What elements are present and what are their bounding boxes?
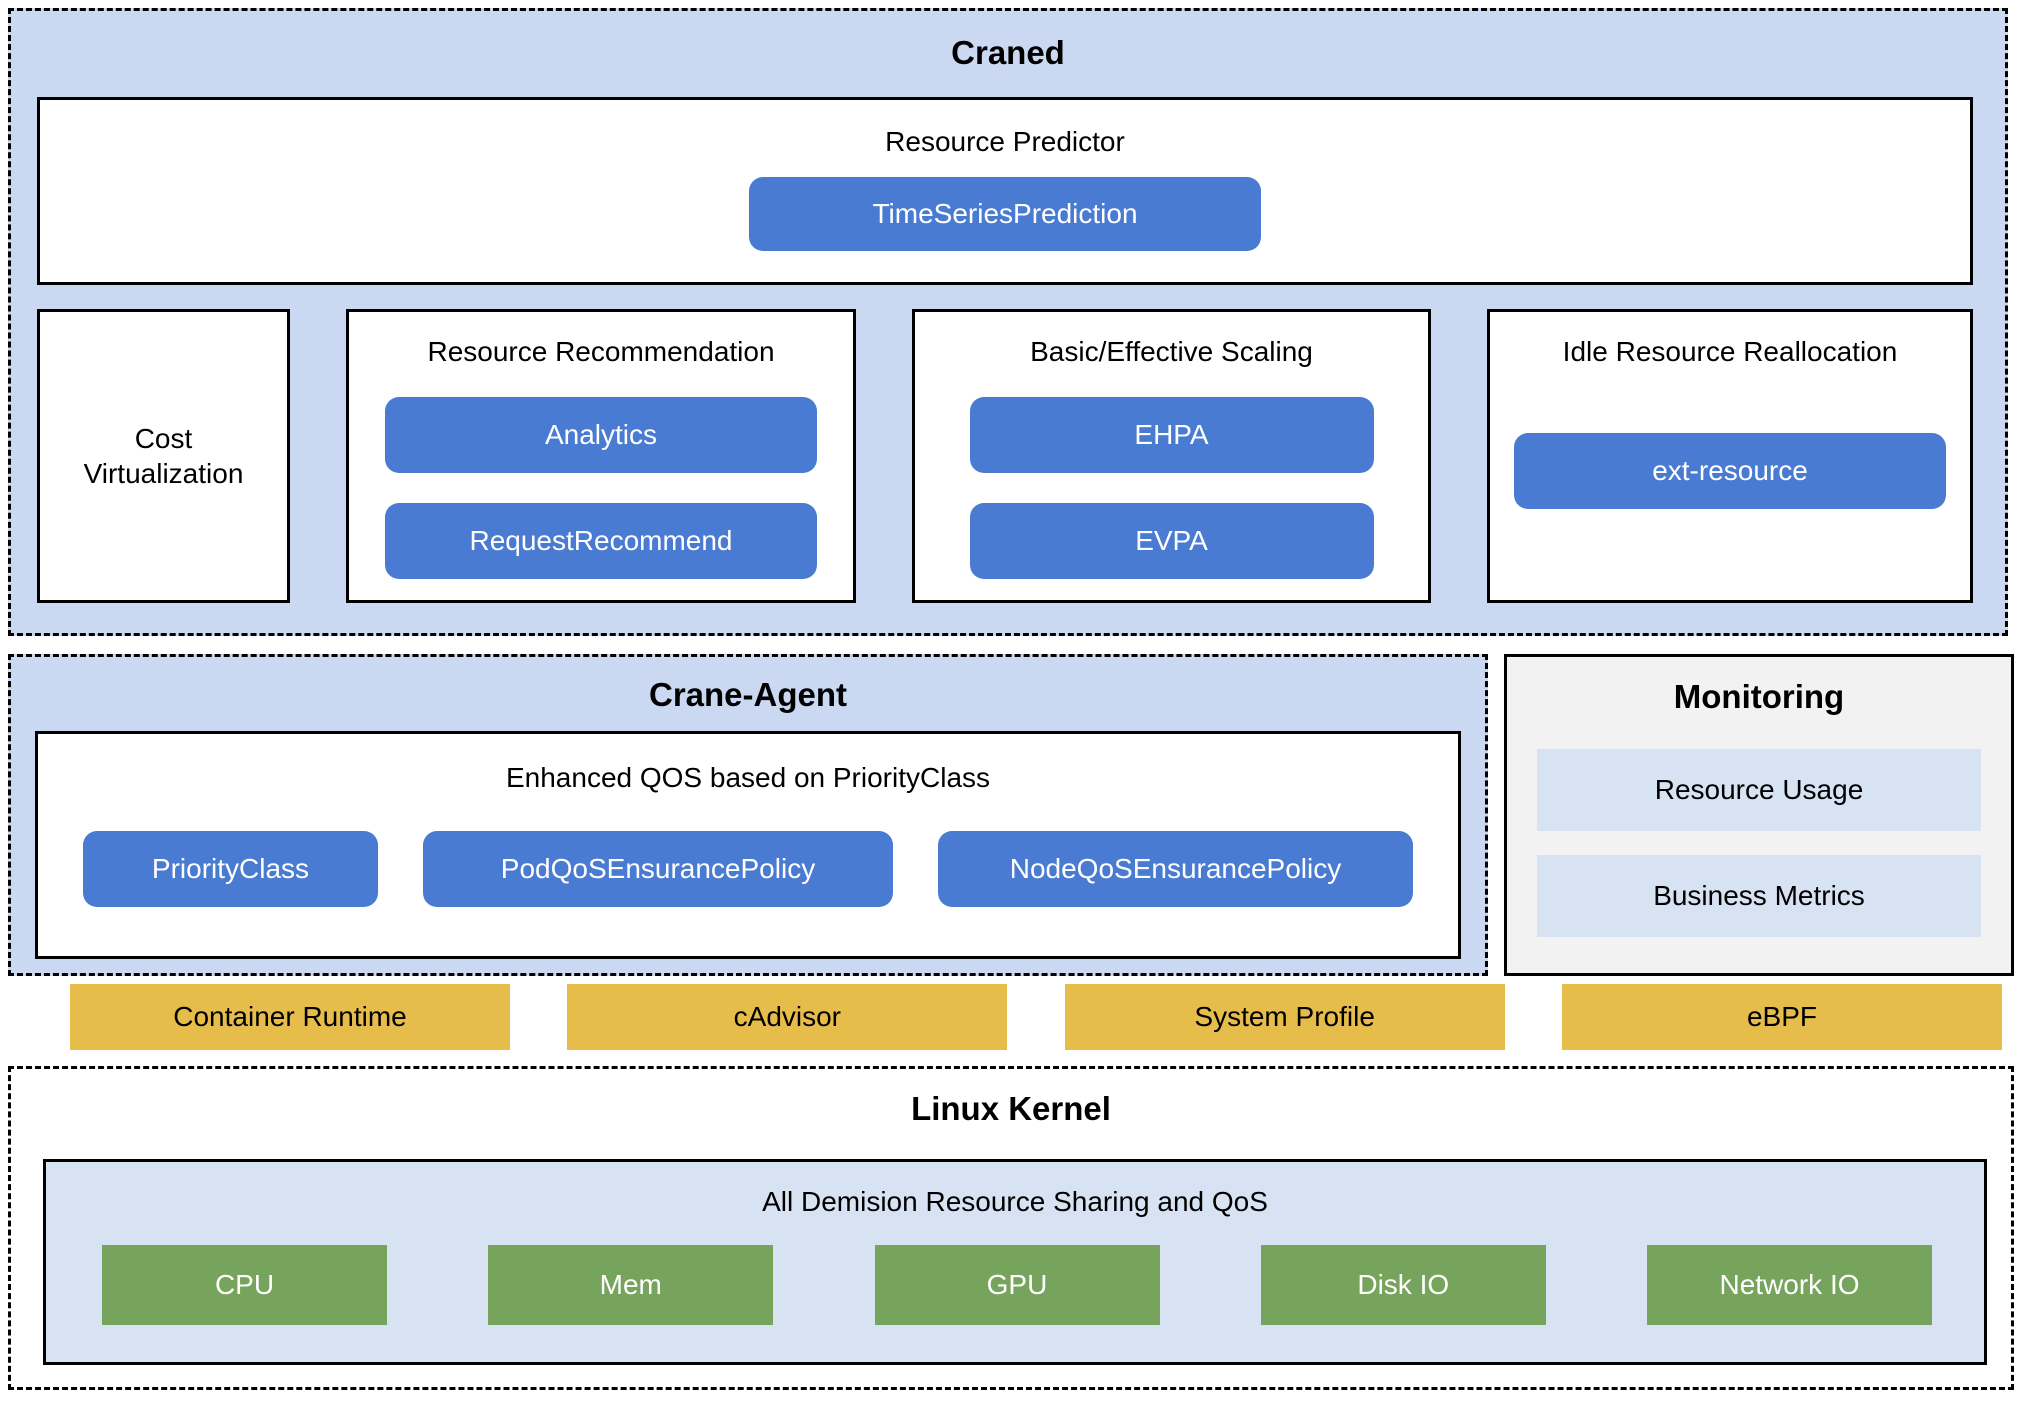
- resource-usage-item: Resource Usage: [1537, 748, 1981, 831]
- collector-bar-cadvisor: cAdvisor: [567, 984, 1008, 1050]
- resource-recommendation-title: Resource Recommendation: [427, 336, 775, 367]
- resource-predictor-title: Resource Predictor: [885, 126, 1125, 157]
- monitoring-title: Monitoring: [1673, 678, 1845, 715]
- kernel-sharing-box: All Demision Resource Sharing and QoS CP…: [43, 1159, 1987, 1365]
- idle-resource-reallocation-box: Idle Resource Reallocation ext-resource: [1487, 309, 1973, 603]
- resource-box-network-io: Network IO: [1647, 1245, 1932, 1325]
- linux-kernel-section: Linux Kernel All Demision Resource Shari…: [8, 1066, 2014, 1390]
- cost-virtualization-label: Cost Virtualization: [83, 423, 244, 489]
- business-metrics-item: Business Metrics: [1537, 854, 1981, 937]
- resource-box-mem: Mem: [488, 1245, 774, 1325]
- collector-bar-ebpf: eBPF: [1561, 984, 2002, 1050]
- podqosensurancepolicy-pill: PodQoSEnsurancePolicy: [423, 831, 893, 907]
- resource-box-disk-io: Disk IO: [1260, 1245, 1546, 1325]
- resource-predictor-box: Resource Predictor TimeSeriesPrediction: [37, 97, 1973, 285]
- craned-section: Craned Resource Predictor TimeSeriesPred…: [8, 8, 2008, 636]
- collector-bar-row: Container Runtime cAdvisor System Profil…: [70, 984, 2002, 1050]
- idle-resource-reallocation-title: Idle Resource Reallocation: [1562, 336, 1898, 367]
- craned-title: Craned: [951, 34, 1065, 71]
- analytics-pill: Analytics: [385, 397, 817, 473]
- timeseriesprediction-pill: TimeSeriesPrediction: [749, 177, 1261, 251]
- resource-recommendation-box: Resource Recommendation Analytics Reques…: [346, 309, 856, 603]
- craned-feature-row: Cost Virtualization Resource Recommendat…: [37, 309, 1973, 603]
- collector-bar-system-profile: System Profile: [1064, 984, 1505, 1050]
- cost-virtualization-box: Cost Virtualization: [37, 309, 290, 603]
- priorityclass-pill: PriorityClass: [83, 831, 378, 907]
- resource-box-gpu: GPU: [874, 1245, 1160, 1325]
- monitoring-section: Monitoring Resource Usage Business Metri…: [1504, 654, 2014, 976]
- nodeqosensurancepolicy-pill: NodeQoSEnsurancePolicy: [938, 831, 1413, 907]
- qos-pill-row: PriorityClass PodQoSEnsurancePolicy Node…: [38, 831, 1458, 907]
- linux-kernel-title: Linux Kernel: [911, 1090, 1111, 1127]
- enhanced-qos-title: Enhanced QOS based on PriorityClass: [505, 762, 991, 793]
- enhanced-qos-box: Enhanced QOS based on PriorityClass Prio…: [35, 731, 1461, 959]
- basic-effective-scaling-box: Basic/Effective Scaling EHPA EVPA: [912, 309, 1431, 603]
- evpa-pill: EVPA: [969, 503, 1374, 579]
- resource-box-cpu: CPU: [102, 1245, 387, 1325]
- kernel-sharing-title: All Demision Resource Sharing and QoS: [762, 1186, 1268, 1217]
- kernel-resource-row: CPU Mem GPU Disk IO Network IO: [46, 1245, 1984, 1325]
- crane-agent-title: Crane-Agent: [648, 676, 848, 713]
- basic-effective-scaling-title: Basic/Effective Scaling: [1030, 336, 1313, 367]
- collector-bar-container-runtime: Container Runtime: [70, 984, 510, 1050]
- requestrecommend-pill: RequestRecommend: [385, 503, 817, 579]
- ehpa-pill: EHPA: [969, 397, 1374, 473]
- ext-resource-pill: ext-resource: [1514, 433, 1946, 509]
- crane-agent-section: Crane-Agent Enhanced QOS based on Priori…: [8, 654, 1488, 976]
